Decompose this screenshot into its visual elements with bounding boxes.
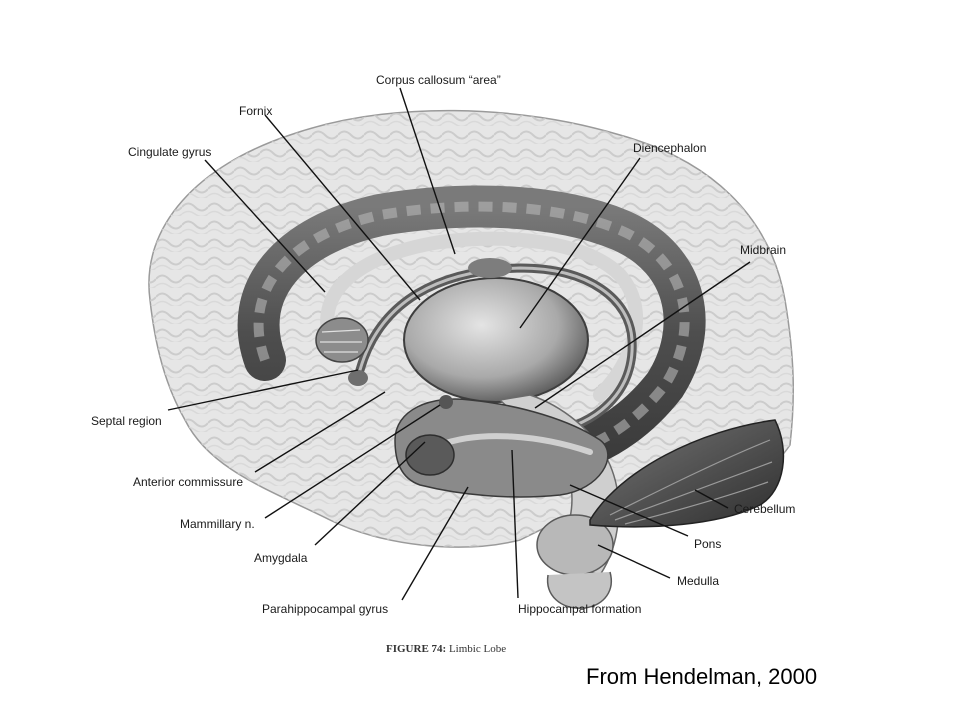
leader-parahippocampal: [401, 486, 469, 601]
label-mammillary: Mammillary n.: [180, 517, 255, 531]
label-cingulate-gyrus: Cingulate gyrus: [128, 145, 212, 159]
leader-medulla: [597, 544, 671, 579]
leader-cerebellum: [694, 489, 729, 509]
leader-pons: [569, 484, 689, 537]
leader-anterior-commissure: [254, 391, 386, 473]
label-hippocampal-formation: Hippocampal formation: [518, 602, 642, 616]
label-diencephalon: Diencephalon: [633, 141, 707, 155]
leader-corpus-callosum: [399, 87, 456, 255]
label-anterior-commissure: Anterior commissure: [133, 475, 244, 489]
label-pons: Pons: [694, 537, 722, 551]
temporal-limbic-shape: [394, 395, 609, 498]
label-cerebellum: Cerebellum: [734, 502, 796, 516]
mammillary-shape: [439, 395, 453, 409]
figure-title: Limbic Lobe: [448, 643, 507, 655]
leader-fornix: [264, 114, 421, 301]
label-medulla: Medulla: [677, 574, 720, 588]
figure-caption: FIGURE 74: Limbic Lobe: [386, 643, 506, 655]
label-amygdala: Amygdala: [254, 551, 308, 565]
septal-region-shape: [315, 317, 369, 386]
leader-hippocampal: [511, 449, 519, 599]
leader-midbrain: [534, 261, 751, 409]
leader-cingulate: [204, 159, 326, 293]
amygdala-shape: [405, 434, 455, 476]
cingulate-gyrus-shape: [237, 185, 706, 481]
leader-lines: [167, 87, 751, 601]
leader-septal: [167, 369, 359, 411]
diencephalon-shape: [403, 258, 589, 403]
fornix-shape: [355, 263, 637, 435]
label-midbrain: Midbrain: [740, 243, 787, 257]
leader-diencephalon: [519, 157, 641, 329]
leader-mammillary: [264, 404, 441, 519]
label-corpus-callosum: Corpus callosum “area”: [376, 73, 501, 87]
label-fornix: Fornix: [239, 104, 273, 118]
leader-amygdala: [314, 441, 426, 546]
figure-number: FIGURE 74:: [386, 643, 447, 655]
label-parahippocampal-gyrus: Parahippocampal gyrus: [262, 602, 389, 616]
label-septal-region: Septal region: [91, 414, 162, 428]
source-credit: From Hendelman, 2000: [586, 664, 818, 689]
